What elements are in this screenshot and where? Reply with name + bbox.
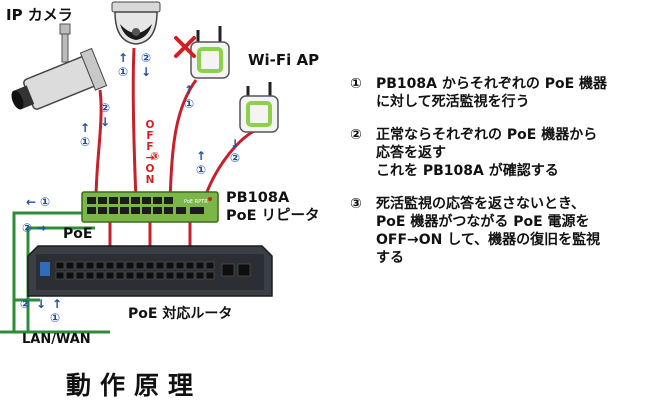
step-text: これを PB108A が確認する	[376, 163, 559, 179]
lan-cables	[0, 211, 110, 334]
step-markers: ↑ ① ② ↓ ② ↓ ↑ ① ↑ ① ↓ ② ↑ ① ← ① ② → ② ↓ …	[20, 51, 240, 325]
marker-1-dome: ①	[118, 65, 128, 79]
failure-x-icon	[174, 36, 196, 58]
marker-down-ap2: ↓	[230, 137, 240, 151]
repeater-brand-text: PoE RPTR	[184, 199, 208, 205]
diagram-title: 動作原理	[66, 371, 203, 400]
poe-router-device	[27, 245, 273, 297]
ip-camera-label: IP カメラ	[6, 6, 73, 24]
marker-up-cam: ↑	[80, 121, 90, 135]
wifi-ap-icon-failed	[190, 26, 230, 79]
marker-left-lan: ←	[26, 195, 36, 209]
marker-right-lan: →	[36, 221, 46, 235]
marker-1-cam: ①	[80, 135, 90, 149]
marker-up-ap1: ↑	[184, 83, 194, 97]
marker-down-wan: ↓	[36, 297, 46, 311]
poe-cables	[94, 47, 257, 250]
marker-up-ap2: ↑	[196, 149, 206, 163]
marker-1-ap2: ①	[196, 163, 206, 177]
step-text: OFF→ON して、機器の復旧を監視	[376, 232, 601, 248]
step-1: ① PB108A からそれぞれの PoE 機器 に対して死活監視を行う	[350, 75, 648, 111]
marker-2-lan: ②	[22, 221, 32, 235]
marker-2-dome: ②	[141, 51, 151, 65]
off-on-label: O F F → O N	[145, 119, 155, 186]
step-3: ③ 死活監視の応答を返さないとき、 PoE 機器がつながる PoE 電源を OF…	[350, 195, 648, 267]
pb108a-model: PB108A	[226, 190, 290, 206]
step-2: ② 正常ならそれぞれの PoE 機器から 応答を返す これを PB108A が確…	[350, 126, 648, 180]
marker-1-wan: ①	[50, 311, 60, 325]
step-text: に対して死活監視を行う	[376, 94, 530, 110]
marker-1-ap1: ①	[184, 97, 194, 111]
marker-up-wan: ↑	[52, 297, 62, 311]
pb108a-label: PB108A PoE リピータ	[226, 189, 320, 225]
step-number: ②	[350, 127, 362, 143]
step-number: ③	[350, 196, 362, 212]
step-text: 応答を返す	[376, 145, 446, 161]
marker-2-ap2: ②	[230, 151, 240, 165]
step-number: ①	[350, 76, 362, 92]
wifi-ap-icon	[239, 82, 279, 133]
poe-repeater-device: PoE RPTR	[81, 191, 219, 223]
marker-up-dome: ↑	[118, 51, 128, 65]
step-text: 死活監視の応答を返さないとき、	[376, 196, 586, 212]
dome-camera-icon	[111, 1, 161, 45]
step-text: PoE 機器がつながる PoE 電源を	[376, 214, 590, 230]
step-text: 正常ならそれぞれの PoE 機器から	[376, 127, 598, 143]
step-text: する	[376, 250, 404, 266]
marker-2-wan: ②	[20, 297, 30, 311]
wifi-ap-label: Wi-Fi AP	[248, 51, 320, 69]
marker-down-cam: ↓	[100, 115, 110, 129]
ip-camera-icon	[11, 23, 108, 110]
marker-3-red: ③	[150, 150, 159, 163]
marker-2-cam: ②	[100, 101, 110, 115]
poe-label: PoE	[63, 226, 93, 242]
marker-1-lan: ①	[40, 195, 50, 209]
marker-down-dome: ↓	[141, 65, 151, 79]
router-label: PoE 対応ルータ	[128, 306, 233, 322]
step-text: PB108A からそれぞれの PoE 機器	[376, 76, 608, 92]
pb108a-type: PoE リピータ	[226, 208, 320, 224]
lan-wan-label: LAN/WAN	[22, 332, 91, 347]
steps-list: ① PB108A からそれぞれの PoE 機器 に対して死活監視を行う ② 正常…	[350, 75, 648, 282]
